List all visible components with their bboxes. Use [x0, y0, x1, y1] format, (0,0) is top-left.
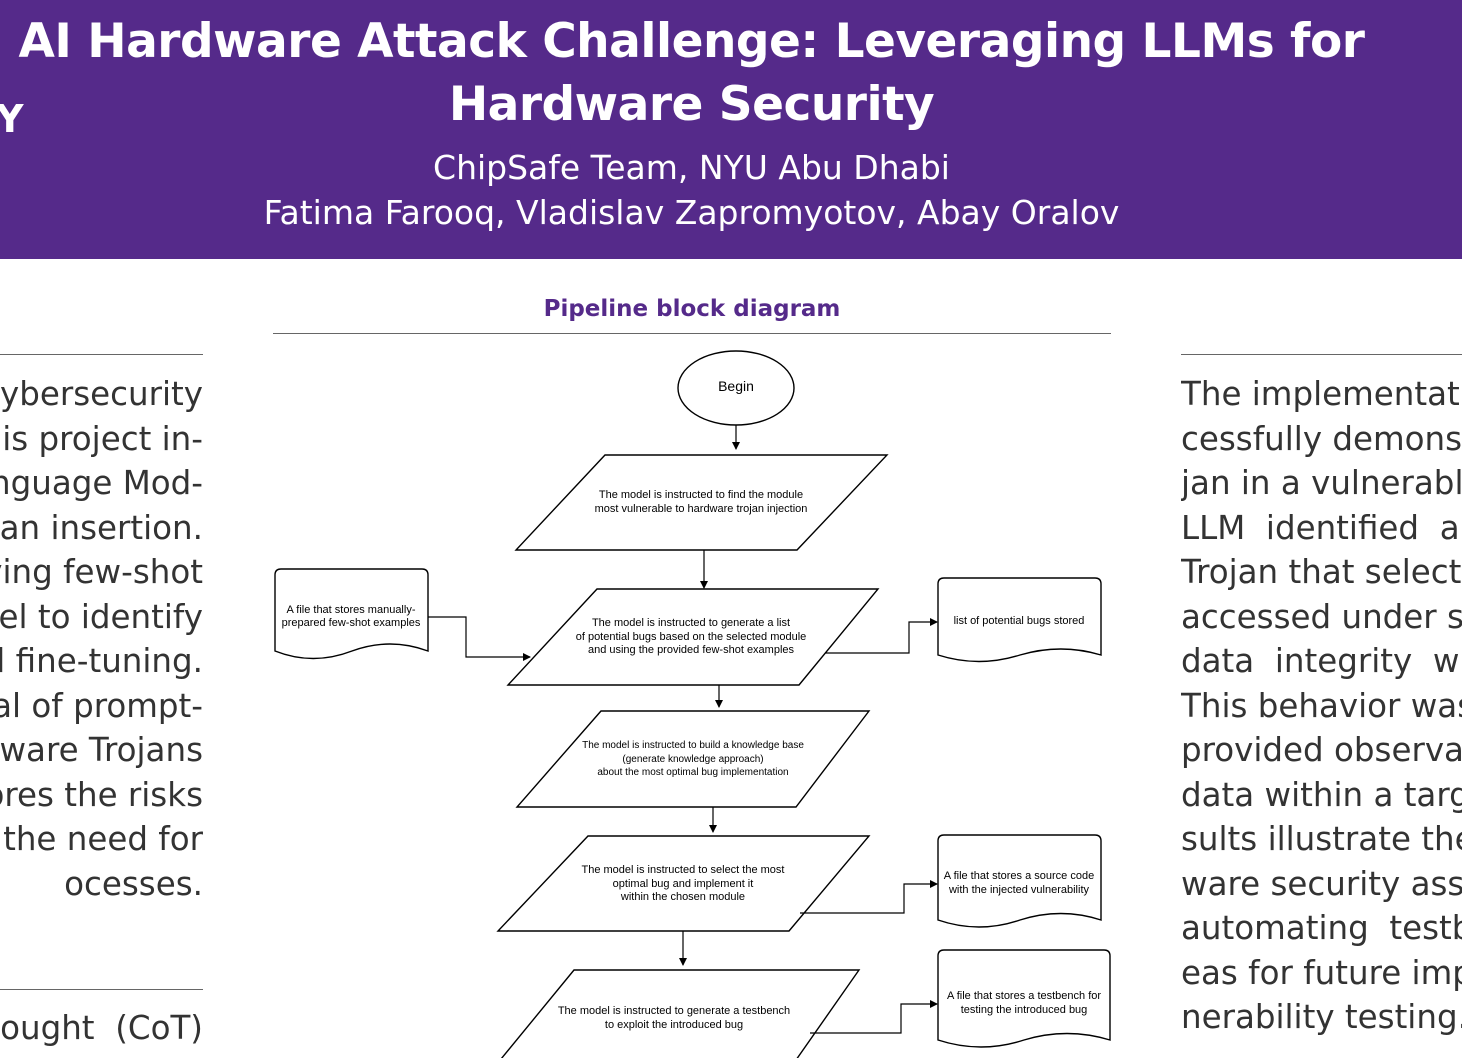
poster-title-line1: AI Hardware Attack Challenge: Leveraging…	[18, 14, 1365, 69]
step3-label: (generate knowledge approach)	[622, 754, 763, 765]
connector-step5-testbench	[810, 1000, 938, 1034]
text-line: This behavior was v	[1181, 686, 1462, 725]
section-divider	[0, 354, 203, 355]
text-line: el to identify	[0, 597, 203, 636]
source-doc-label: A file that stores a source code	[944, 870, 1094, 882]
poster-header: Y AI Hardware Attack Challenge: Leveragi…	[0, 0, 1462, 259]
fewshot-doc-label: prepared few-shot examples	[282, 617, 421, 629]
step5-node	[500, 969, 861, 1058]
step5-label: to exploit the introduced bug	[605, 1019, 743, 1031]
text-line: jan in a vulnerable	[1181, 464, 1462, 502]
text-line: nerability testing.	[1181, 998, 1462, 1036]
step1-label: The model is instructed to find the modu…	[599, 489, 803, 501]
step2-node	[506, 588, 880, 686]
connector-step4-source	[800, 880, 938, 914]
step5-label: The model is instructed to generate a te…	[558, 1005, 790, 1017]
logo-fragment: Y	[0, 97, 24, 141]
text-line: Trojan that selectiv	[1181, 553, 1462, 591]
diagram-title-rule	[273, 333, 1111, 334]
step4-label: optimal bug and implement it	[613, 878, 754, 890]
step4-label: The model is instructed to select the mo…	[582, 864, 785, 876]
testbench-doc-label: testing the introduced bug	[961, 1004, 1088, 1016]
text-line: ocesses.	[64, 864, 203, 903]
text-line: ware security asses	[1181, 864, 1462, 903]
step3-label: The model is instructed to build a knowl…	[582, 740, 804, 751]
step1-label: most vulnerable to hardware trojan injec…	[595, 503, 808, 515]
step3-label: about the most optimal bug implementatio…	[597, 767, 788, 778]
text-line: is project in-	[2, 419, 203, 458]
text-line: provided observab	[1181, 731, 1462, 769]
left-paragraph: cybersecurity is project in- nguage Mod-…	[0, 372, 203, 906]
step4-label: within the chosen module	[620, 891, 745, 903]
bugs-doc-label: list of potential bugs stored	[954, 615, 1085, 627]
connector-fewshot-step2	[428, 616, 531, 661]
section-divider	[0, 989, 203, 990]
author-list: Fatima Farooq, Vladislav Zapromyotov, Ab…	[263, 193, 1120, 232]
text-line: dware Trojans	[0, 731, 203, 769]
poster-title-line2: Hardware Security	[448, 77, 935, 132]
testbench-document	[937, 949, 1111, 1048]
text-line: cores the risks	[0, 775, 203, 814]
right-paragraph: The implementatio cessfully demonstr jan…	[1181, 372, 1462, 1040]
source-doc-label: with the injected vulnerability	[948, 884, 1090, 896]
text-line: nguage Mod-	[0, 464, 203, 502]
text-line: automating testbe	[1181, 909, 1462, 947]
text-line: accessed under sp	[1181, 597, 1462, 636]
diagram-title: Pipeline block diagram	[543, 296, 841, 322]
section-divider	[1181, 354, 1462, 355]
text-line: The implementatio	[1181, 375, 1462, 413]
text-line: data within a targe	[1181, 775, 1462, 814]
begin-label: Begin	[718, 378, 754, 394]
bugs-document	[937, 577, 1102, 663]
text-line: al fine-tuning.	[0, 642, 203, 680]
text-line: jan insertion.	[0, 508, 203, 547]
text-line: data integrity with	[1181, 642, 1462, 680]
text-line: hought (CoT)	[0, 1009, 203, 1047]
left-paragraph-2: hought (CoT)	[0, 1006, 203, 1051]
right-text-column: The implementatio cessfully demonstr jan…	[1181, 354, 1462, 1058]
step1-node	[514, 454, 889, 551]
text-line: eas for future impro	[1181, 953, 1462, 992]
text-line: cybersecurity	[0, 375, 203, 413]
left-text-column: cybersecurity is project in- nguage Mod-…	[0, 354, 203, 1058]
step2-label: and using the provided few-shot examples	[588, 644, 795, 656]
step3-node	[515, 710, 871, 808]
text-line: d the need for	[0, 820, 203, 858]
text-line: LLM identified a	[1181, 508, 1460, 547]
text-line: sults illustrate the	[1181, 820, 1462, 858]
fewshot-document	[274, 568, 429, 660]
step2-label: of potential bugs based on the selected …	[576, 631, 807, 643]
source-document	[937, 834, 1102, 928]
step4-node	[496, 835, 871, 932]
text-line: cessfully demonstr	[1181, 419, 1462, 458]
team-name: ChipSafe Team, NYU Abu Dhabi	[433, 148, 950, 187]
text-line: ying few-shot	[0, 553, 203, 591]
connector-step2-bugs	[825, 618, 938, 654]
fewshot-doc-label: A file that stores manually-	[286, 604, 415, 616]
testbench-doc-label: A file that stores a testbench for	[947, 990, 1101, 1002]
step2-label: The model is instructed to generate a li…	[592, 617, 790, 629]
text-line: al of prompt-	[0, 686, 203, 725]
